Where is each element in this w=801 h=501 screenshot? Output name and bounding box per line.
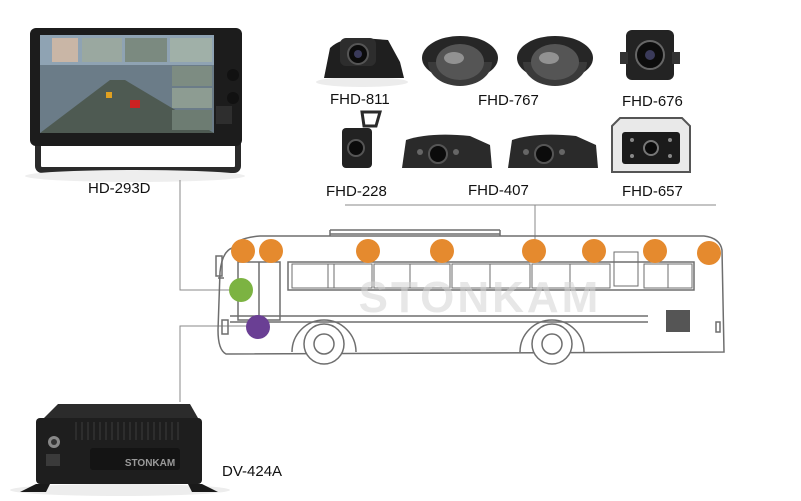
camera-marker xyxy=(522,239,546,263)
camera-label-fhd-228: FHD-228 xyxy=(326,183,387,200)
connector-lines xyxy=(179,180,716,402)
camera-marker xyxy=(430,239,454,263)
camera-marker xyxy=(356,239,380,263)
camera-marker xyxy=(582,239,606,263)
camera-label-fhd-657: FHD-657 xyxy=(622,183,683,200)
camera-marker xyxy=(697,241,721,265)
camera-marker xyxy=(643,239,667,263)
bus-rear-vent xyxy=(666,310,690,332)
monitor-marker xyxy=(229,278,253,302)
camera-label-fhd-811: FHD-811 xyxy=(330,91,390,108)
camera-fhd-407-b xyxy=(508,134,598,168)
camera-marker xyxy=(259,239,283,263)
monitor-label: HD-293D xyxy=(88,180,151,197)
camera-fhd-767-a xyxy=(422,36,498,86)
camera-fhd-767-b xyxy=(517,36,593,86)
camera-marker xyxy=(231,239,255,263)
monitor-device xyxy=(25,28,245,182)
bus-watermark: STONKAM xyxy=(359,273,602,322)
camera-label-fhd-767: FHD-767 xyxy=(478,92,539,109)
dvr-brand-text: STONKAM xyxy=(125,458,175,469)
camera-fhd-811 xyxy=(316,38,408,87)
dvr-device: STONKAM xyxy=(10,404,230,496)
bus-wheels xyxy=(303,323,573,365)
camera-fhd-228 xyxy=(342,110,382,168)
dvr-marker xyxy=(246,315,270,339)
camera-label-fhd-676: FHD-676 xyxy=(622,93,683,110)
camera-label-fhd-407: FHD-407 xyxy=(468,182,529,199)
camera-fhd-676 xyxy=(620,30,680,80)
camera-markers xyxy=(231,239,721,265)
bus-outline xyxy=(215,229,725,355)
camera-fhd-657 xyxy=(611,117,691,173)
dvr-label: DV-424A xyxy=(222,463,283,480)
camera-fhd-407-a xyxy=(402,134,492,168)
